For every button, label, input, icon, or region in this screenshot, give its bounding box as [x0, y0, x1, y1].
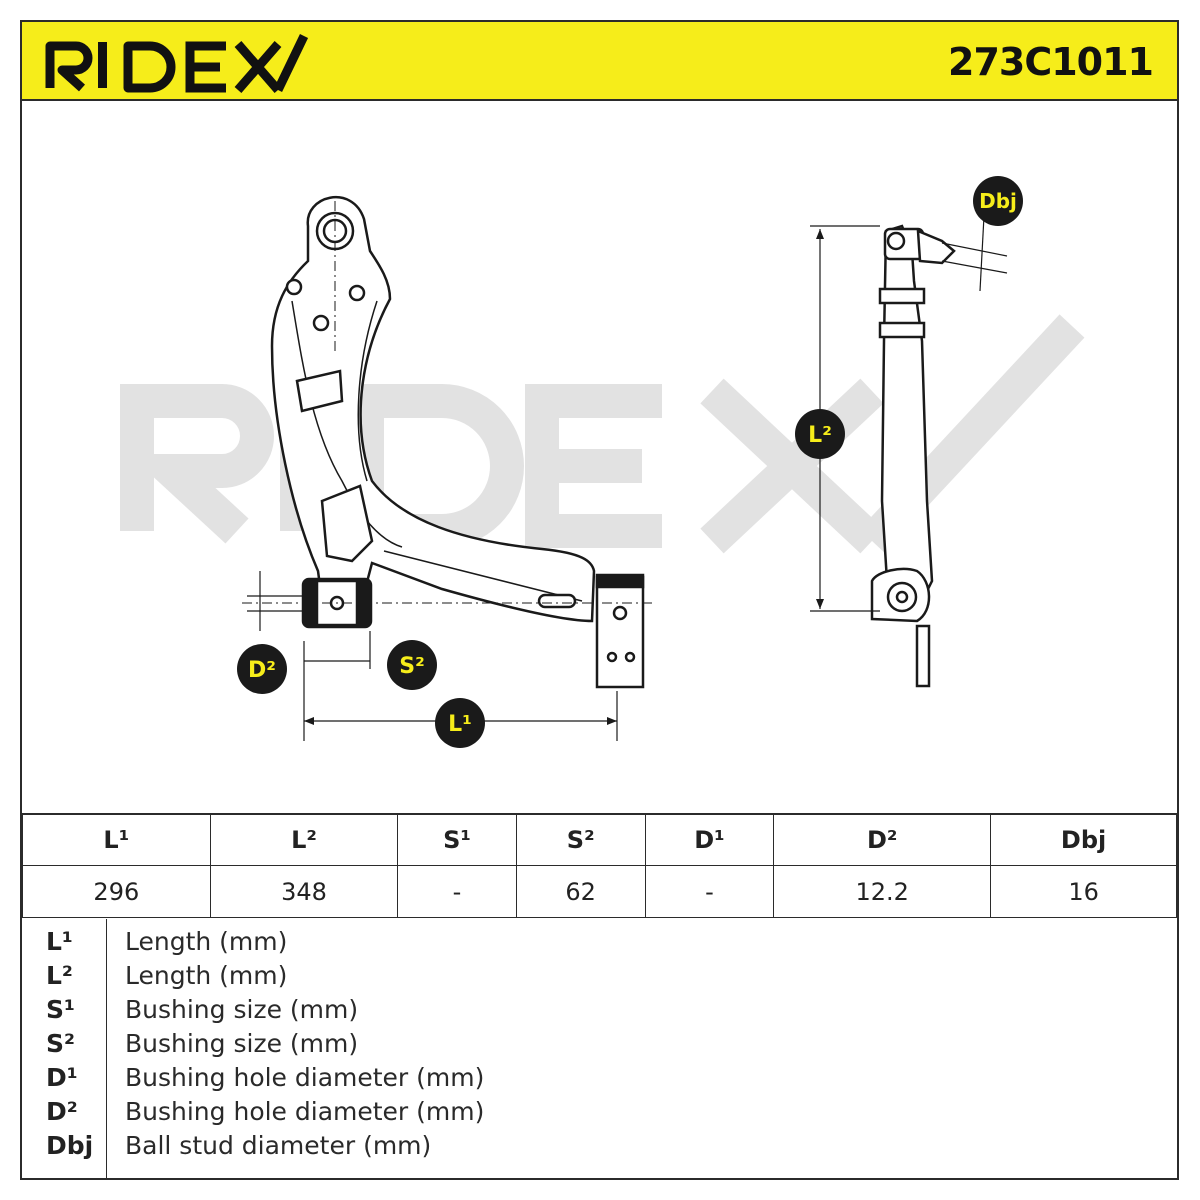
spec-value-cell: 12.2	[773, 865, 992, 918]
legend-key: S²	[46, 1029, 75, 1058]
spec-value-cell: -	[397, 865, 517, 918]
legend-row: S¹ Bushing size (mm)	[22, 993, 1177, 1027]
label-l2: L²	[795, 409, 845, 459]
legend-row: D¹ Bushing hole diameter (mm)	[22, 1061, 1177, 1095]
control-arm-side-view	[870, 224, 956, 688]
spec-value-cell: 62	[515, 865, 646, 918]
legend-key: D¹	[46, 1063, 78, 1092]
svg-text:L²: L²	[808, 423, 832, 448]
spec-value-cell: 348	[209, 865, 399, 918]
spec-header-cell: Dbj	[990, 813, 1177, 866]
legend-key: Dbj	[46, 1131, 94, 1160]
legend-text: Bushing hole diameter (mm)	[125, 1063, 485, 1092]
legend-row: L¹ Length (mm)	[22, 925, 1177, 959]
spec-value-cell: 296	[22, 865, 211, 918]
spec-header-cell: S¹	[397, 813, 517, 866]
legend: L¹ Length (mm) L² Length (mm) S¹ Bushing…	[22, 915, 1177, 1163]
label-dbj: Dbj	[973, 176, 1023, 226]
legend-row: S² Bushing size (mm)	[22, 1027, 1177, 1061]
spec-value-cell: 16	[990, 865, 1177, 918]
legend-text: Bushing size (mm)	[125, 995, 359, 1024]
label-l1: L¹	[435, 698, 485, 748]
legend-row: L² Length (mm)	[22, 959, 1177, 993]
svg-text:S²: S²	[399, 654, 424, 679]
legend-text: Ball stud diameter (mm)	[125, 1131, 432, 1160]
svg-text:Dbj: Dbj	[979, 189, 1017, 213]
legend-key: S¹	[46, 995, 75, 1024]
spec-header-cell: D¹	[644, 813, 775, 866]
legend-text: Bushing size (mm)	[125, 1029, 359, 1058]
label-s2: S²	[387, 640, 437, 690]
ridex-logo	[45, 34, 309, 93]
legend-text: Length (mm)	[125, 961, 288, 990]
svg-text:D²: D²	[248, 658, 276, 683]
spec-table: L¹ L² S¹ S² D¹ D² Dbj 296 348 - 62 - 12.…	[22, 813, 1177, 918]
spec-header-row: L¹ L² S¹ S² D¹ D² Dbj	[22, 813, 1177, 866]
legend-text: Length (mm)	[125, 927, 288, 956]
product-sheet: 273C1011	[20, 20, 1179, 1180]
legend-key: L²	[46, 961, 73, 990]
spec-value-row: 296 348 - 62 - 12.2 16	[22, 865, 1177, 918]
spec-value-cell: -	[644, 865, 775, 918]
legend-divider	[106, 919, 107, 1179]
legend-row: D² Bushing hole diameter (mm)	[22, 1095, 1177, 1129]
spec-header-cell: L²	[209, 813, 399, 866]
legend-key: D²	[46, 1097, 78, 1126]
spec-header-cell: S²	[515, 813, 646, 866]
spec-header-cell: L¹	[22, 813, 211, 866]
label-d2: D²	[237, 644, 287, 694]
legend-key: L¹	[46, 927, 73, 956]
spec-header-cell: D²	[773, 813, 992, 866]
legend-text: Bushing hole diameter (mm)	[125, 1097, 485, 1126]
header-bar: 273C1011	[22, 22, 1177, 101]
svg-text:L¹: L¹	[448, 712, 472, 737]
part-number: 273C1011	[948, 40, 1154, 84]
legend-row: Dbj Ball stud diameter (mm)	[22, 1129, 1177, 1163]
control-arm-front-view	[270, 196, 645, 689]
technical-drawing: D² S² L¹ L² Dbj	[120, 176, 1085, 748]
